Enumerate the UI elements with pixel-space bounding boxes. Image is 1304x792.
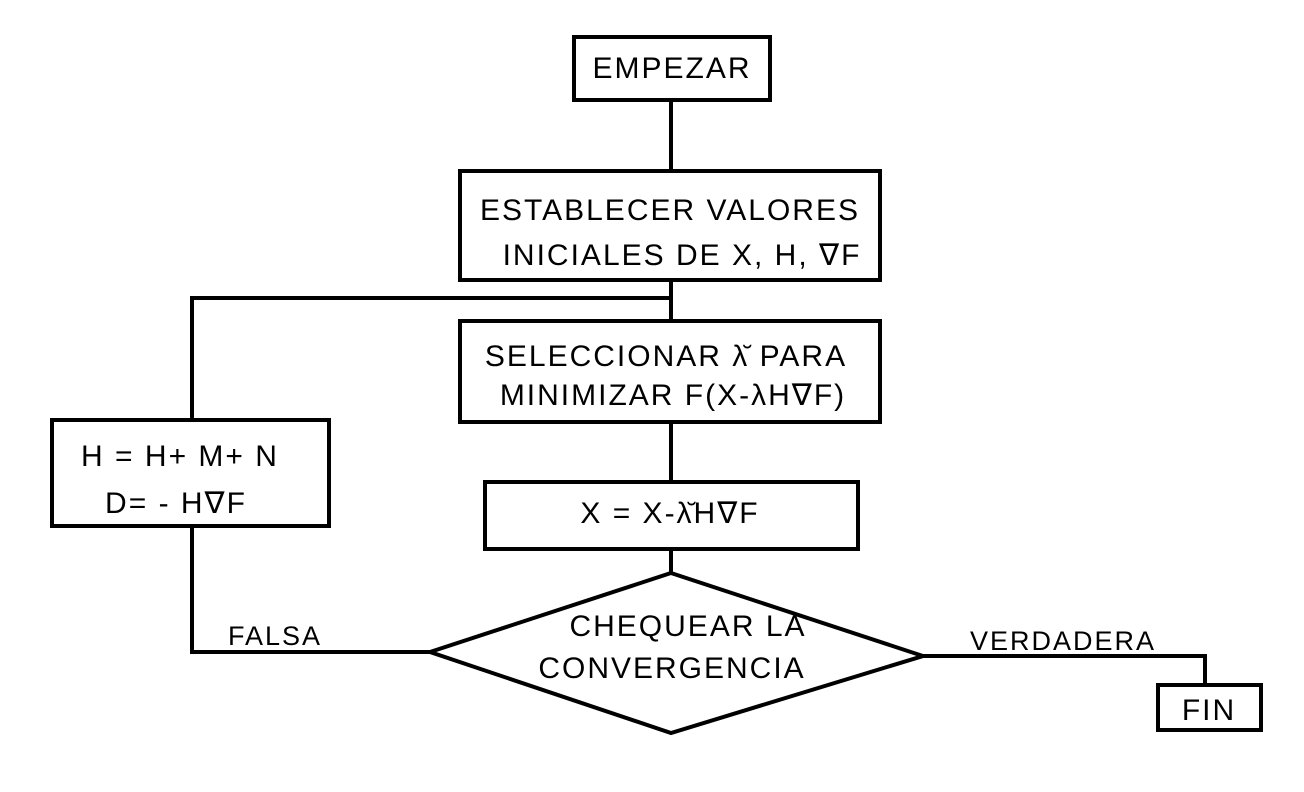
connectors [190, 100, 1207, 685]
select-label-line2: MINIMIZAR F(X-λH∇F) [500, 379, 846, 412]
true-branch-label: VERDADERA [970, 626, 1156, 656]
connector-loop-back-to-select [190, 296, 671, 420]
init-label-line1: ESTABLECER VALORES [480, 194, 860, 227]
check-node: CHEQUEAR LA CONVERGENCIA [423, 570, 930, 736]
start-box [572, 35, 772, 102]
select-label-line1: SELECCIONAR λ̆ PARA [485, 340, 847, 373]
end-node: FIN [1156, 683, 1263, 732]
check-label-line2: CONVERGENCIA [538, 652, 805, 685]
check-label-line1: CHEQUEAR LA [569, 610, 806, 643]
update-x-box [483, 480, 860, 551]
start-label: EMPEZAR [592, 52, 751, 85]
connector-false-branch [190, 526, 430, 654]
false-branch-label: FALSA [228, 621, 322, 651]
select-node: SELECCIONAR λ̆ PARA MINIMIZAR F(X-λH∇F) [458, 319, 882, 424]
end-box [1156, 683, 1263, 732]
init-label-line2: INICIALES DE X, H, ∇F [503, 239, 862, 272]
update-x-label: X = X-λ̆H∇F [580, 497, 759, 530]
init-box [458, 169, 882, 282]
start-node: EMPEZAR [572, 35, 772, 102]
check-diamond [423, 570, 930, 736]
update-h-label-line2: D= - H∇F [105, 487, 247, 520]
connector-true-branch [923, 654, 1207, 685]
update-h-label-line1: H = H+ M+ N [81, 440, 279, 473]
update-x-node: X = X-λ̆H∇F [483, 480, 860, 551]
update-h-box [50, 418, 331, 528]
end-label: FIN [1182, 694, 1236, 727]
select-box [458, 319, 882, 424]
update-h-node: H = H+ M+ N D= - H∇F [50, 418, 331, 528]
init-node: ESTABLECER VALORES INICIALES DE X, H, ∇F [458, 169, 882, 282]
